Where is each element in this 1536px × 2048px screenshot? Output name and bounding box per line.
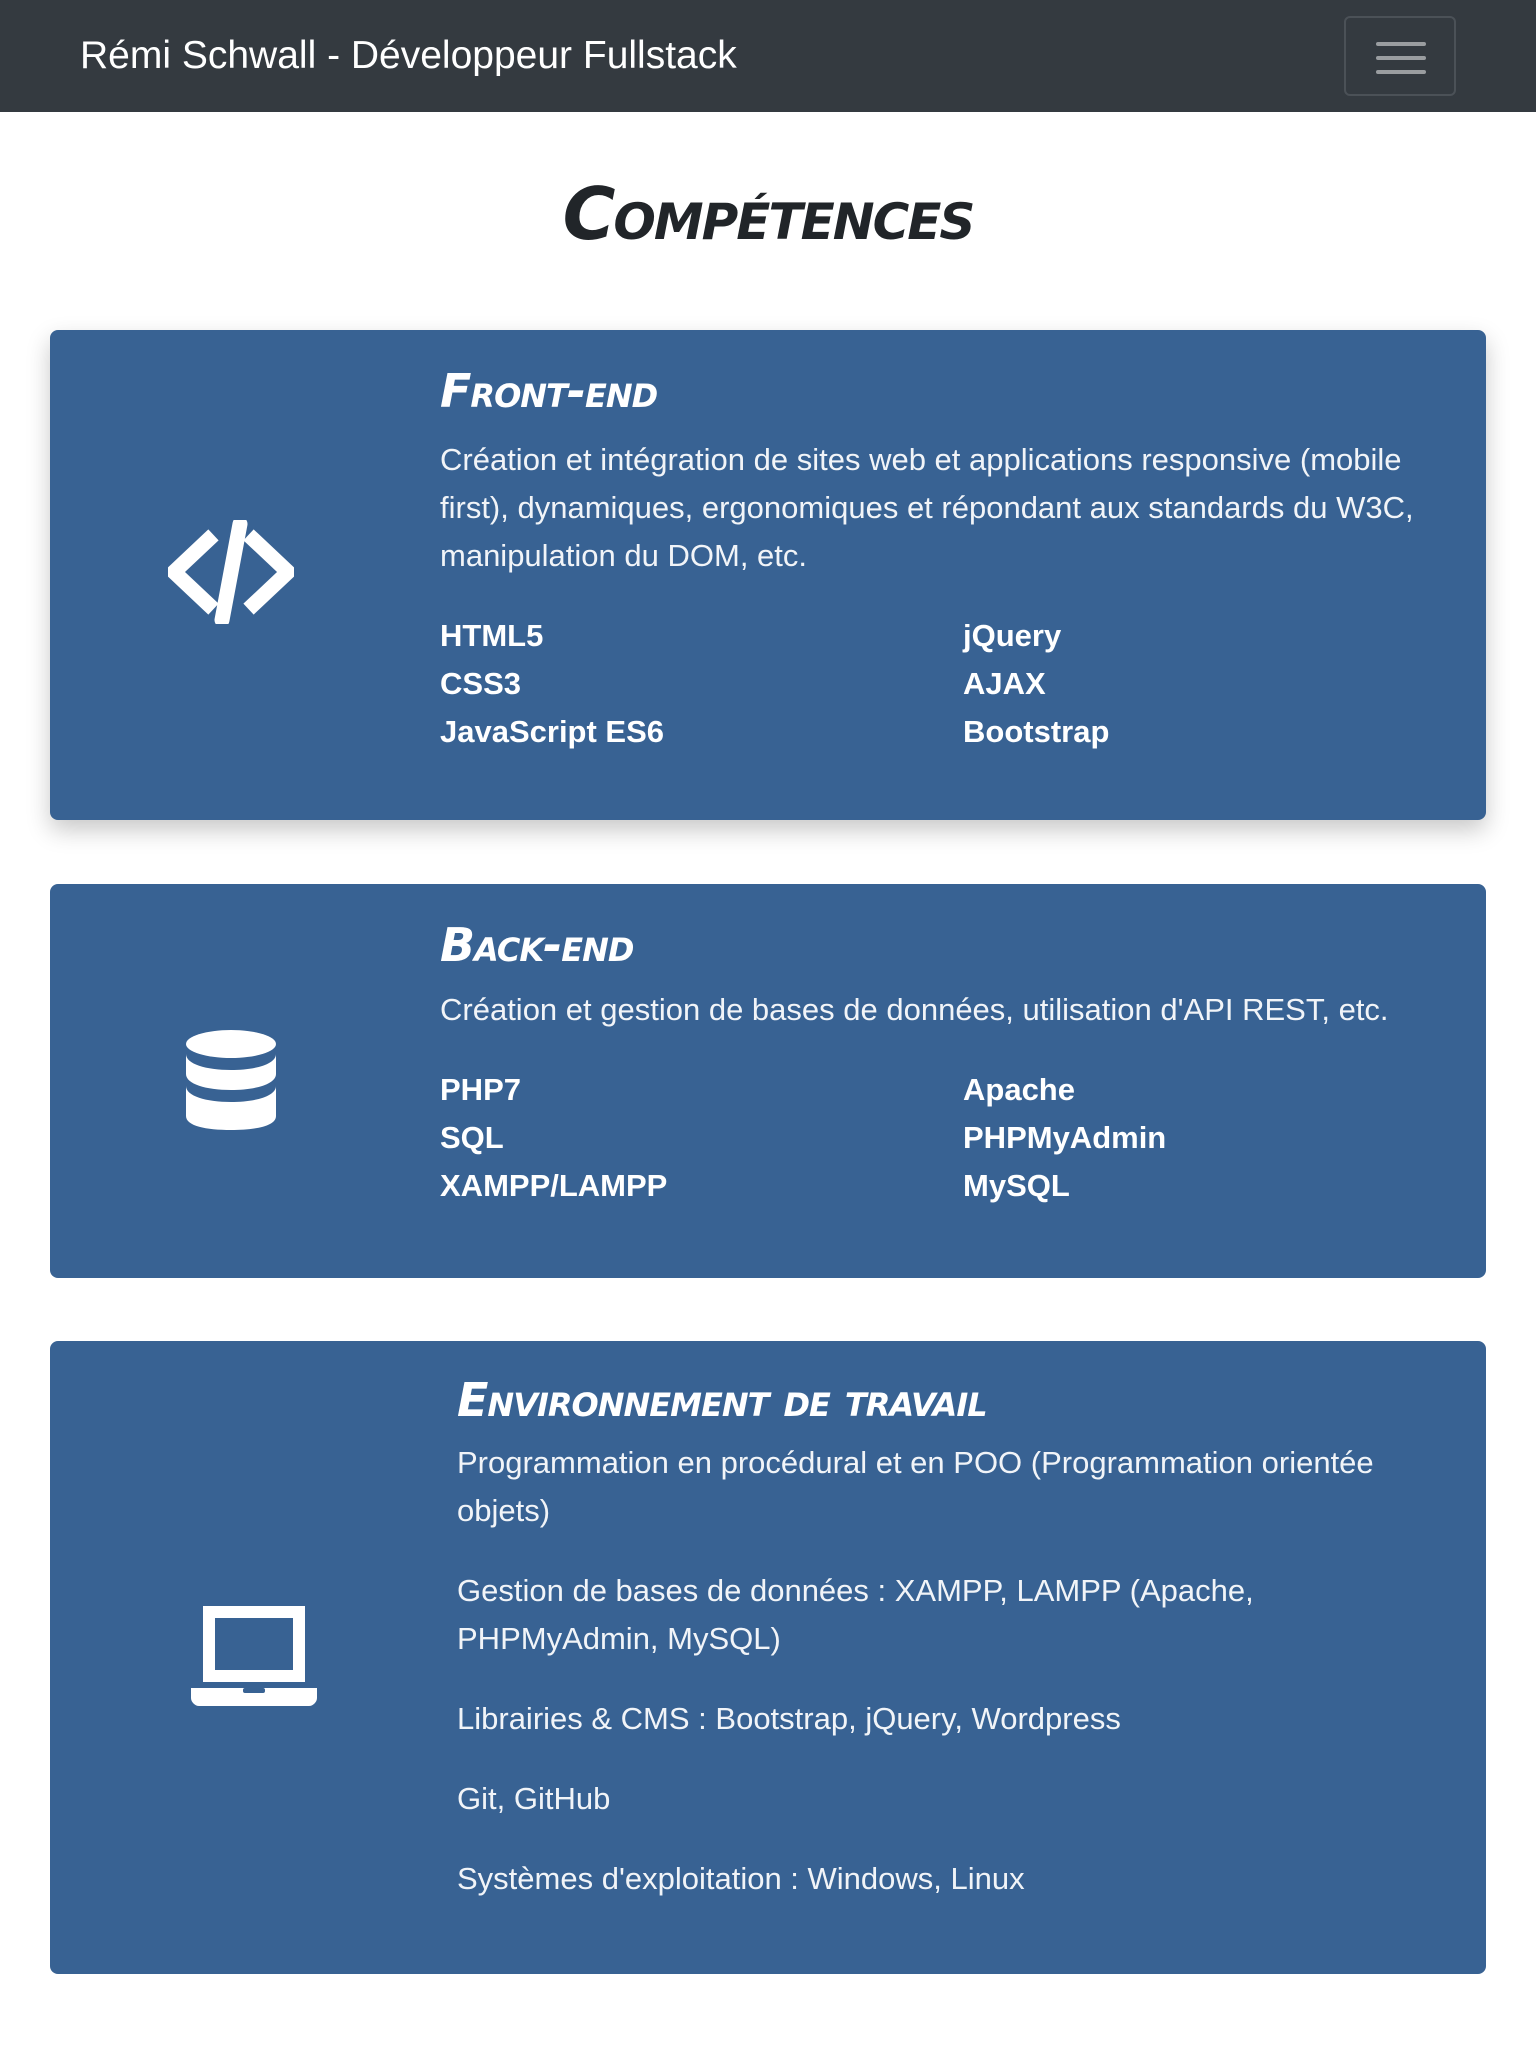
skill-card-frontend: Front-end Création et intégration de sit… [50,330,1486,820]
skill-item: JavaScript ES6 [440,714,665,749]
laptop-icon [191,1606,317,1706]
navbar-toggle-button[interactable] [1344,16,1456,96]
hamburger-menu-icon [1376,42,1426,46]
database-icon [186,1030,276,1130]
section-title: Compétences [562,172,976,256]
skill-item: PHP7 [440,1072,521,1107]
skills-list-left: HTML5 CSS3 JavaScript ES6 [440,612,664,756]
skill-item: XAMPP/LAMPP [440,1168,668,1203]
card-description: Création et gestion de bases de données,… [440,992,1389,1027]
skill-card-environment: Environnement de travail Programmation e… [50,1341,1486,1974]
skills-list-left: PHP7 SQL XAMPP/LAMPP [440,1066,667,1210]
skill-item: SQL [440,1120,504,1155]
card-description: Création et intégration de sites web et … [440,442,1414,573]
skills-list-right: jQuery AJAX Bootstrap [963,612,1109,756]
card-title: Environnement de travail [457,1373,988,1427]
code-icon [168,520,294,624]
env-item: Gestion de bases de données : XAMPP, LAM… [457,1573,1254,1656]
card-title: Back-end [440,918,634,972]
skill-item: PHPMyAdmin [963,1120,1167,1155]
skill-item: CSS3 [440,666,521,701]
skill-card-backend: Back-end Création et gestion de bases de… [50,884,1486,1278]
skill-item: Bootstrap [963,714,1110,749]
skill-item: Apache [963,1072,1075,1107]
skill-item: AJAX [963,666,1046,701]
env-item: Librairies & CMS : Bootstrap, jQuery, Wo… [457,1701,1121,1736]
skills-list-right: Apache PHPMyAdmin MySQL [963,1066,1166,1210]
skill-item: MySQL [963,1168,1070,1203]
card-title: Front-end [440,364,658,418]
navbar: Rémi Schwall - Développeur Fullstack [0,0,1536,112]
env-item: Programmation en procédural et en POO (P… [457,1445,1374,1528]
env-item: Git, GitHub [457,1781,611,1816]
env-item: Systèmes d'exploitation : Windows, Linux [457,1861,1025,1896]
skill-item: HTML5 [440,618,544,653]
skill-item: jQuery [963,618,1062,653]
navbar-brand[interactable]: Rémi Schwall - Développeur Fullstack [80,34,737,77]
